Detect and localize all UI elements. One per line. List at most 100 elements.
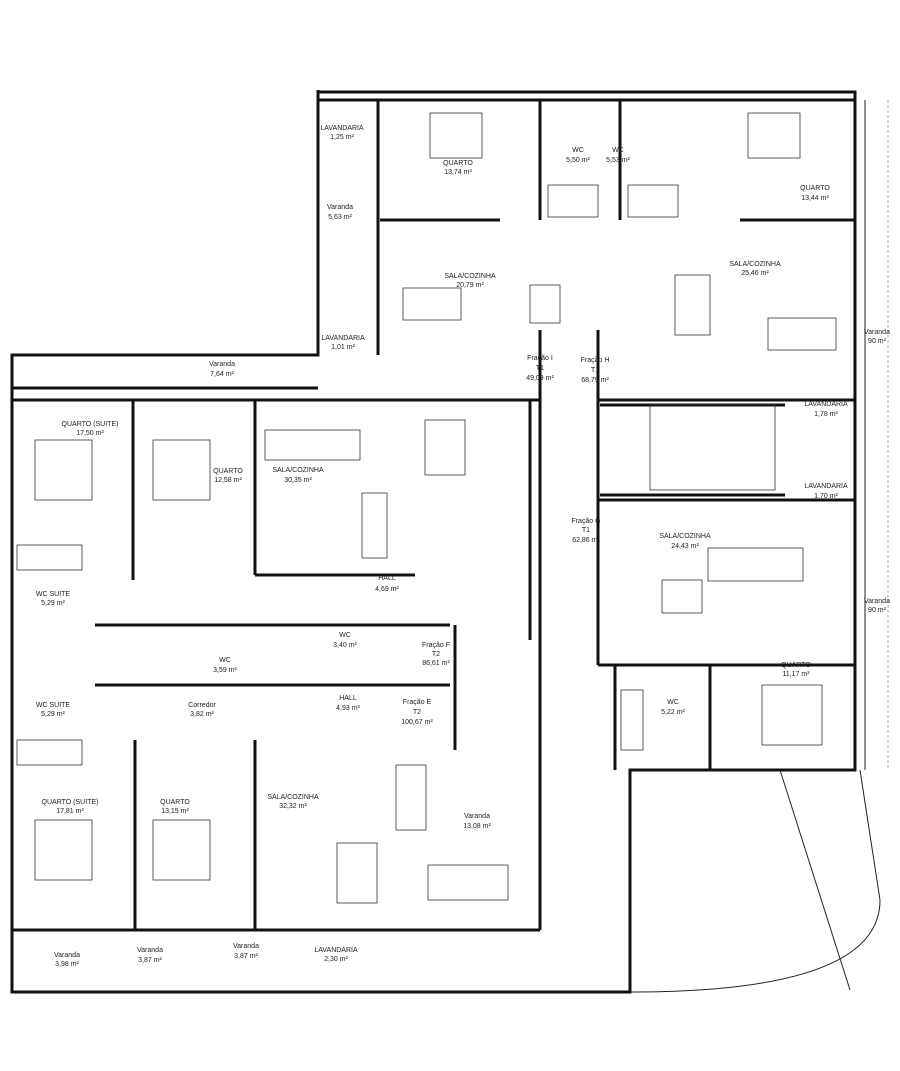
svg-text:Varanda: Varanda: [137, 947, 163, 954]
svg-text:SALA/COZINHA: SALA/COZINHA: [729, 261, 781, 268]
svg-text:SALA/COZINHA: SALA/COZINHA: [659, 533, 711, 540]
sofa-icon: [264, 429, 361, 461]
room-label: QUARTO 13,15 m²: [160, 799, 190, 815]
svg-text:LAVANDARIA: LAVANDARIA: [321, 335, 365, 342]
svg-text:HALL: HALL: [378, 575, 396, 582]
svg-text:QUARTO (SUITE): QUARTO (SUITE): [62, 421, 119, 428]
svg-text:4,69 m²: 4,69 m²: [375, 586, 399, 593]
svg-text:Varanda: Varanda: [327, 204, 353, 211]
room-label: WC SUITE 5,29 m²: [36, 591, 71, 607]
furniture: [16, 112, 837, 904]
svg-text:Fração E: Fração E: [403, 699, 432, 706]
svg-text:SALA/COZINHA: SALA/COZINHA: [267, 794, 319, 801]
svg-text:100,67 m²: 100,67 m²: [401, 719, 433, 726]
bed-icon: [761, 684, 823, 746]
svg-text:LAVANDARIA: LAVANDARIA: [320, 125, 364, 132]
svg-text:1,70 m²: 1,70 m²: [814, 493, 838, 500]
svg-text:32,32 m²: 32,32 m²: [279, 803, 307, 810]
bathtub-icon: [16, 739, 83, 766]
svg-text:WC: WC: [572, 147, 584, 154]
walls: [10, 90, 889, 994]
svg-text:QUARTO: QUARTO: [800, 185, 830, 192]
svg-text:QUARTO: QUARTO: [213, 468, 243, 475]
svg-text:Varanda: Varanda: [864, 598, 890, 605]
room-label: WC3,40 m²: [333, 632, 357, 649]
svg-text:30,35 m²: 30,35 m²: [284, 477, 312, 484]
svg-text:3,87 m²: 3,87 m²: [138, 957, 162, 964]
svg-text:2,30 m²: 2,30 m²: [324, 956, 348, 963]
svg-text:Fração G: Fração G: [571, 518, 600, 525]
svg-text:QUARTO: QUARTO: [443, 160, 473, 167]
svg-text:T2: T2: [413, 709, 421, 716]
svg-text:13,08 m²: 13,08 m²: [463, 823, 491, 830]
sofa-icon: [402, 287, 462, 321]
svg-text:1,01 m²: 1,01 m²: [331, 344, 355, 351]
svg-text:5,29 m²: 5,29 m²: [41, 600, 65, 607]
svg-text:13,15 m²: 13,15 m²: [161, 808, 189, 815]
sofa-icon: [395, 764, 427, 831]
svg-text:Varanda: Varanda: [464, 813, 490, 820]
svg-text:5,53 m²: 5,53 m²: [606, 157, 630, 164]
svg-text:T2: T2: [432, 651, 440, 658]
svg-text:WC: WC: [667, 699, 679, 706]
svg-text:Varanda: Varanda: [233, 943, 259, 950]
svg-text:24,43 m²: 24,43 m²: [671, 543, 699, 550]
svg-text:5,22 m²: 5,22 m²: [661, 709, 685, 716]
svg-text:Fração I: Fração I: [527, 355, 553, 362]
svg-text:11,17 m²: 11,17 m²: [782, 671, 810, 678]
svg-text:13,44 m²: 13,44 m²: [801, 195, 829, 202]
svg-text:WC SUITE: WC SUITE: [36, 591, 71, 598]
sofa-icon: [427, 864, 509, 901]
svg-text:3,59 m²: 3,59 m²: [213, 667, 237, 674]
room-label: WC3,59 m²: [213, 657, 237, 674]
svg-text:5,50 m²: 5,50 m²: [566, 157, 590, 164]
svg-text:1,25 m²: 1,25 m²: [330, 134, 354, 141]
dining-table-icon: [661, 579, 703, 614]
svg-text:17,50 m²: 17,50 m²: [76, 430, 104, 437]
svg-text:WC: WC: [339, 632, 351, 639]
sofa-icon: [707, 547, 804, 582]
bed-icon: [34, 819, 93, 881]
bed-icon: [747, 112, 801, 159]
room-label: Varanda 13,08 m²: [463, 813, 491, 830]
svg-text:T1: T1: [582, 527, 590, 534]
room-label: QUARTO (SUITE) 17,50 m²: [62, 421, 119, 437]
room-label: LAVANDARIA 1,01 m²: [321, 335, 365, 351]
bathtub-icon: [16, 544, 83, 571]
room-label: QUARTO (SUITE) 17,81 m²: [42, 799, 99, 815]
bed-icon: [152, 439, 211, 501]
room-label: WC 5,53 m²: [606, 147, 630, 164]
svg-text:WC SUITE: WC SUITE: [36, 702, 71, 709]
svg-text:3,87 m²: 3,87 m²: [234, 953, 258, 960]
svg-text:90 m²: 90 m²: [868, 338, 887, 345]
svg-text:QUARTO: QUARTO: [160, 799, 190, 806]
svg-text:T1: T1: [591, 367, 599, 374]
room-label: Varanda 3,87 m²: [137, 947, 163, 964]
svg-text:Corredor: Corredor: [188, 702, 216, 709]
unit-label: Fração E T2 100,67 m²: [401, 699, 433, 726]
bed-icon: [152, 819, 211, 881]
svg-text:17,81 m²: 17,81 m²: [56, 808, 84, 815]
svg-text:QUARTO (SUITE): QUARTO (SUITE): [42, 799, 99, 806]
bathtub-icon: [620, 689, 644, 751]
svg-text:12,58 m²: 12,58 m²: [214, 477, 242, 484]
svg-text:WC: WC: [612, 147, 624, 154]
room-label: QUARTO 13,44 m²: [800, 185, 830, 202]
